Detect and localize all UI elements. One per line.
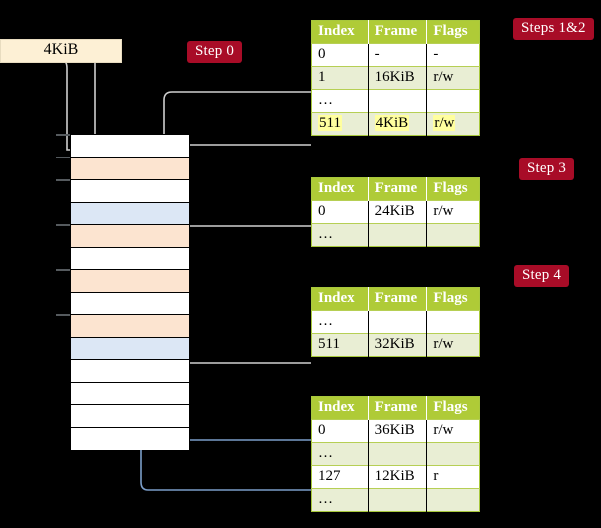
table-level-4-cell-r3-c0: … <box>311 488 369 512</box>
table-level-4-cell-r3-c2 <box>426 488 480 512</box>
table-level-4-cell-r0-c0: 0 <box>311 419 369 443</box>
memory-frame-cell-8 <box>71 315 189 338</box>
table-level-4-row: … <box>311 488 480 512</box>
table-level-2-cell-r0-c2: r/w <box>426 200 480 224</box>
badge-steps-1-2: Steps 1&2 <box>513 18 594 40</box>
table-level-2-cell-r1-c2 <box>426 223 480 247</box>
memory-tick-0 <box>56 134 70 136</box>
table-level-1-cell-r2-c0: … <box>311 89 369 113</box>
memory-frame-cell-7 <box>71 292 189 315</box>
memory-frame-cell-9 <box>71 337 189 360</box>
table-level-4-cell-r0-c2: r/w <box>426 419 480 443</box>
memory-frame-cell-1 <box>71 157 189 180</box>
memory-frame-cell-6 <box>71 270 189 293</box>
size-label-box: 4KiB <box>0 39 122 63</box>
table-level-4-cell-r1-c0: … <box>311 442 369 466</box>
highlighted-value: 511 <box>318 115 342 131</box>
table-level-1-cell-r2-c1 <box>368 89 428 113</box>
memory-frame-column <box>70 134 190 450</box>
table-level-1-cell-r3-c0: 511 <box>311 112 369 136</box>
table-level-4-header-flags: Flags <box>426 396 480 420</box>
table-level-1-header-index: Index <box>311 20 369 44</box>
memory-tick-6 <box>56 269 70 271</box>
table-level-4-cell-r2-c2: r <box>426 465 480 489</box>
table-level-4-cell-r1-c1 <box>368 442 428 466</box>
table-level-3-cell-r1-c0: 511 <box>311 333 369 357</box>
table-level-3-header-index: Index <box>311 287 369 311</box>
size-label-text: 4KiB <box>43 41 79 58</box>
table-level-2-row: … <box>311 223 480 247</box>
table-level-1-cell-r2-c2 <box>426 89 480 113</box>
table-level-3-row: … <box>311 310 480 334</box>
table-level-3-header-flags: Flags <box>426 287 480 311</box>
table-level-2-cell-r1-c0: … <box>311 223 369 247</box>
memory-frame-cell-5 <box>71 247 189 270</box>
table-level-1-row: 0-- <box>311 43 480 67</box>
memory-frame-cell-0 <box>71 135 189 158</box>
table-level-4-cell-r2-c0: 127 <box>311 465 369 489</box>
table-level-1-cell-r0-c2: - <box>426 43 480 67</box>
highlighted-value: 4KiB <box>374 115 410 131</box>
table-level-2-header-index: Index <box>311 177 369 201</box>
memory-tick-1 <box>56 156 70 158</box>
table-level-4-cell-r3-c1 <box>368 488 428 512</box>
memory-frame-cell-13 <box>71 427 189 450</box>
highlighted-value: r/w <box>433 115 456 131</box>
memory-frame-cell-3 <box>71 202 189 225</box>
table-level-1-cell-r1-c1: 16KiB <box>368 66 428 90</box>
table-level-2-cell-r0-c1: 24KiB <box>368 200 428 224</box>
table-level-3-header-frame: Frame <box>368 287 428 311</box>
memory-frame-cell-12 <box>71 405 189 428</box>
table-level-1-header-frame: Frame <box>368 20 428 44</box>
table-level-2-cell-r0-c0: 0 <box>311 200 369 224</box>
table-level-1-cell-r1-c2: r/w <box>426 66 480 90</box>
memory-frame-cell-11 <box>71 382 189 405</box>
table-level-3-cell-r0-c2 <box>426 310 480 334</box>
table-level-1-cell-r0-c1: - <box>368 43 428 67</box>
table-level-1-cell-r3-c2: r/w <box>426 112 480 136</box>
memory-frame-cell-2 <box>71 180 189 203</box>
badge-step-4: Step 4 <box>514 265 570 287</box>
table-level-2-header-frame: Frame <box>368 177 428 201</box>
table-level-2-cell-r1-c1 <box>368 223 428 247</box>
table-level-1-cell-r3-c1: 4KiB <box>368 112 428 136</box>
memory-frame-cell-10 <box>71 360 189 383</box>
table-level-4-header-frame: Frame <box>368 396 428 420</box>
table-level-1-row: 511 4KiB r/w <box>311 112 480 136</box>
table-level-4-header-index: Index <box>311 396 369 420</box>
table-level-1-header-flags: Flags <box>426 20 480 44</box>
table-level-4-row: … <box>311 442 480 466</box>
table-level-2-header-flags: Flags <box>426 177 480 201</box>
table-level-4-cell-r1-c2 <box>426 442 480 466</box>
table-level-1-row: … <box>311 89 480 113</box>
memory-tick-4 <box>56 224 70 226</box>
memory-tick-2 <box>56 179 70 181</box>
table-level-3-cell-r0-c0: … <box>311 310 369 334</box>
memory-tick-8 <box>56 314 70 316</box>
badge-step-3: Step 3 <box>519 158 575 180</box>
table-level-3-cell-r0-c1 <box>368 310 428 334</box>
table-level-4-cell-r0-c1: 36KiB <box>368 419 428 443</box>
table-level-4-cell-r2-c1: 12KiB <box>368 465 428 489</box>
table-level-3-cell-r1-c1: 32KiB <box>368 333 428 357</box>
memory-frame-cell-4 <box>71 225 189 248</box>
badge-step-0: Step 0 <box>187 41 243 63</box>
table-level-1-cell-r1-c0: 1 <box>311 66 369 90</box>
table-level-1-cell-r0-c0: 0 <box>311 43 369 67</box>
table-level-3-cell-r1-c2: r/w <box>426 333 480 357</box>
